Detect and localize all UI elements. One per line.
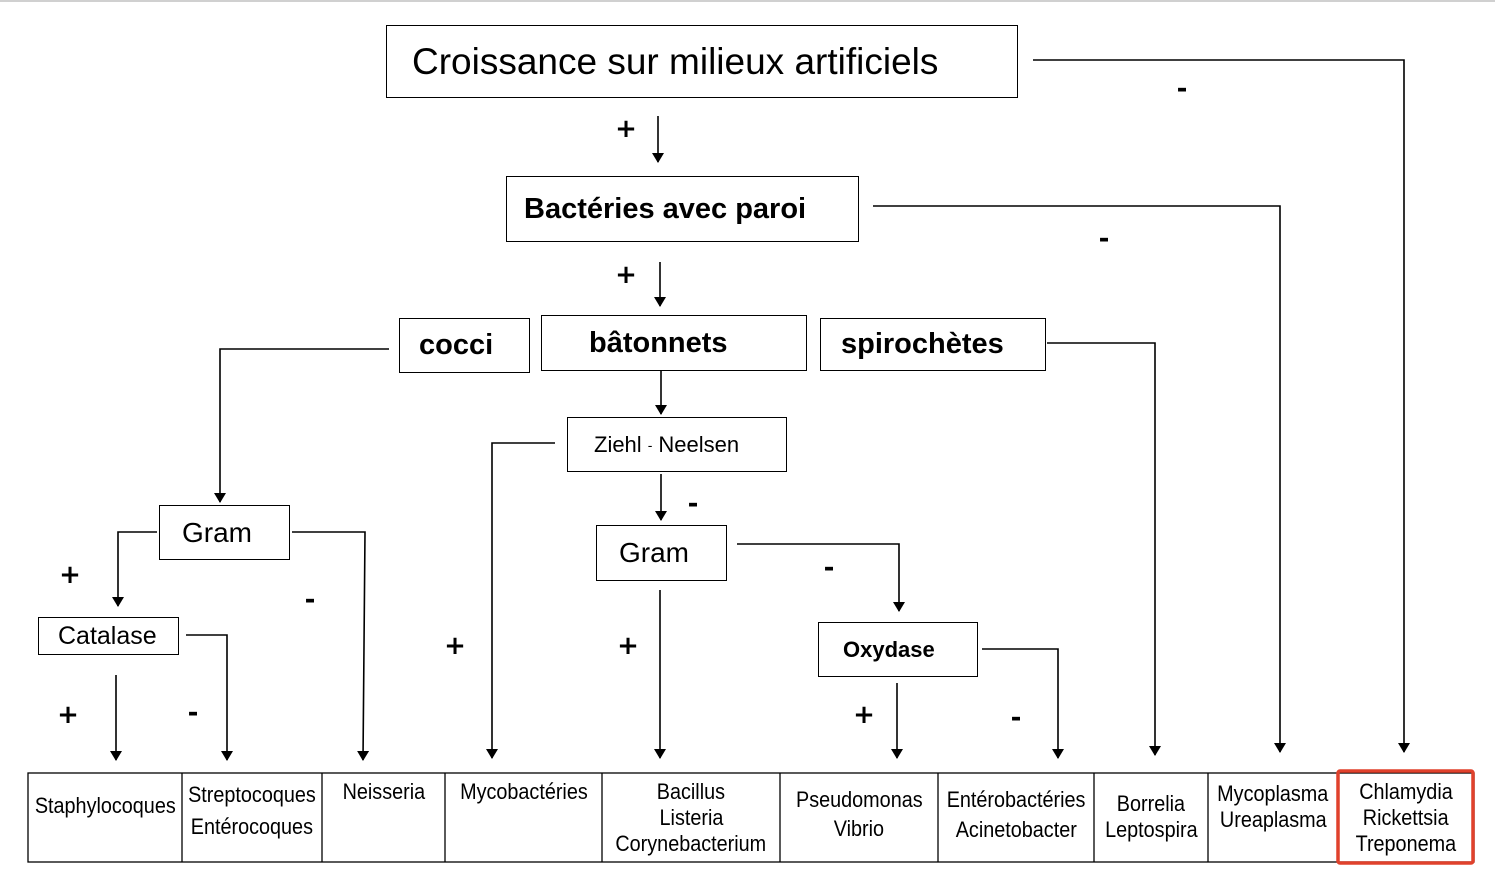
- node-gram-bacilles-label: Gram: [619, 537, 689, 568]
- node-croissance-label: Croissance sur milieux artificiels: [412, 40, 939, 82]
- arrow-gram-cocci-pos: [112, 531, 157, 607]
- sign-catalase-neg: -: [187, 698, 199, 728]
- node-gram-cocci-label: Gram: [182, 516, 252, 548]
- result-mycoplasma: Mycoplasma Ureaplasma: [1208, 773, 1338, 862]
- result-line: Mycobactéries: [459, 779, 588, 804]
- result-bacillus: Bacillus Listeria Corynebacterium: [602, 773, 780, 862]
- node-cocci: cocci: [399, 318, 530, 373]
- sign-oxydase-neg: -: [1010, 703, 1022, 733]
- result-line: Chlamydia: [1359, 778, 1453, 804]
- result-pseudomonas: Pseudomonas Vibrio: [780, 773, 938, 862]
- sign-ziehl-pos: +: [444, 631, 466, 661]
- arrow-cocci-to-gram: [214, 348, 389, 503]
- result-line: Listeria: [659, 804, 723, 830]
- arrow-gram-cocci-neg: [292, 531, 370, 761]
- result-mycobacteries: Mycobactéries: [445, 773, 602, 862]
- arrow-paroi-neg: [873, 205, 1286, 753]
- arrow-oxydase-neg: [982, 648, 1064, 759]
- result-line: Vibrio: [833, 816, 885, 841]
- result-line: Entérocoques: [190, 814, 314, 839]
- result-streptocoques: Streptocoques Entérocoques: [182, 773, 322, 862]
- node-bacteries-paroi: Bactéries avec paroi: [506, 176, 859, 242]
- node-spirochetes: spirochètes: [820, 318, 1046, 371]
- result-line: Treponema: [1355, 830, 1457, 856]
- sign-gram-bacilles-pos: +: [617, 631, 639, 661]
- sign-gram-cocci-neg: -: [304, 585, 316, 615]
- node-oxydase-label: Oxydase: [843, 636, 935, 662]
- arrow-gram-bacilles-neg: [737, 543, 905, 612]
- result-line: Staphylocoques: [34, 793, 176, 818]
- result-staphylocoques: Staphylocoques: [28, 773, 182, 862]
- sign-oxydase-pos: +: [853, 700, 875, 730]
- result-line: Leptospira: [1104, 817, 1198, 842]
- result-borrelia: Borrelia Leptospira: [1094, 773, 1208, 862]
- ziehl-label: Ziehl: [594, 431, 642, 457]
- result-line: Pseudomonas: [795, 787, 923, 812]
- sign-catalase-pos: +: [57, 700, 79, 730]
- node-oxydase: Oxydase: [818, 622, 978, 677]
- result-line: Corynebacterium: [615, 830, 767, 856]
- node-batonnets: bâtonnets: [541, 315, 807, 371]
- node-catalase: Catalase: [38, 617, 179, 655]
- sign-root-pos: +: [615, 114, 637, 144]
- node-gram-bacilles: Gram: [596, 525, 727, 581]
- highlight-box: [1336, 769, 1475, 865]
- node-batonnets-label: bâtonnets: [589, 326, 728, 359]
- sign-paroi-neg: -: [1098, 224, 1110, 254]
- node-cocci-label: cocci: [419, 329, 494, 361]
- result-line: Borrelia: [1116, 791, 1186, 816]
- neelsen-label: Neelsen: [658, 431, 740, 457]
- ziehl-separator: -: [647, 436, 653, 453]
- arrow-ziehl-pos: [486, 442, 555, 759]
- result-line: Mycoplasma: [1217, 781, 1329, 806]
- node-catalase-label: Catalase: [58, 621, 157, 650]
- sign-root-neg: -: [1176, 74, 1188, 104]
- node-bacteries-paroi-label: Bactéries avec paroi: [524, 192, 807, 225]
- top-border: [0, 0, 1495, 2]
- arrow-catalase-neg: [186, 634, 233, 761]
- arrow-root-neg: [1033, 59, 1410, 753]
- sign-gram-bacilles-neg: -: [823, 553, 835, 583]
- result-enterobacteries: Entérobactéries Acinetobacter: [938, 773, 1094, 862]
- result-line: Rickettsia: [1363, 804, 1449, 830]
- arrow-spirochetes: [1047, 342, 1161, 756]
- result-line: Neisseria: [342, 779, 425, 804]
- result-line: Streptocoques: [188, 782, 316, 807]
- sign-paroi-pos: +: [615, 260, 637, 290]
- node-croissance: Croissance sur milieux artificiels: [386, 25, 1018, 98]
- sign-ziehl-neg: -: [687, 489, 699, 519]
- result-line: Bacillus: [656, 778, 726, 804]
- result-line: Entérobactéries: [946, 787, 1086, 812]
- node-gram-cocci: Gram: [159, 505, 290, 560]
- node-ziehl-neelsen: Ziehl - Neelsen: [567, 417, 787, 472]
- node-spirochetes-label: spirochètes: [841, 328, 1004, 360]
- result-neisseria: Neisseria: [322, 773, 445, 862]
- result-line: Ureaplasma: [1219, 807, 1327, 832]
- sign-gram-cocci-pos: +: [59, 560, 81, 590]
- result-chlamydia: Chlamydia Rickettsia Treponema: [1338, 773, 1474, 862]
- result-line: Acinetobacter: [955, 817, 1077, 842]
